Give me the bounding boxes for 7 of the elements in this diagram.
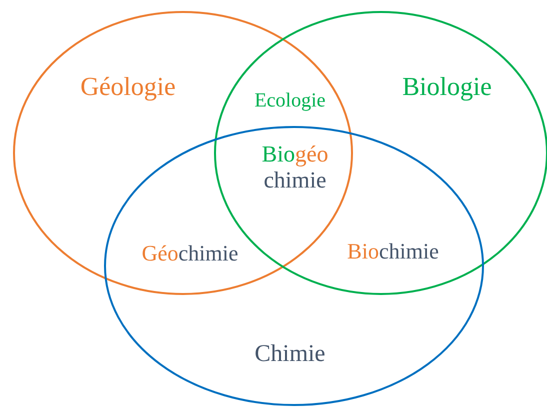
set-label: Chimie bbox=[254, 341, 326, 369]
region-label: Ecologie bbox=[254, 90, 326, 112]
region-label: Biochimie bbox=[347, 238, 439, 264]
region-label: Biogéo chimie bbox=[260, 142, 330, 194]
set-label: Biologie bbox=[402, 72, 492, 102]
set-label: Géologie bbox=[80, 72, 176, 102]
region-label: Géochimie bbox=[142, 240, 238, 266]
